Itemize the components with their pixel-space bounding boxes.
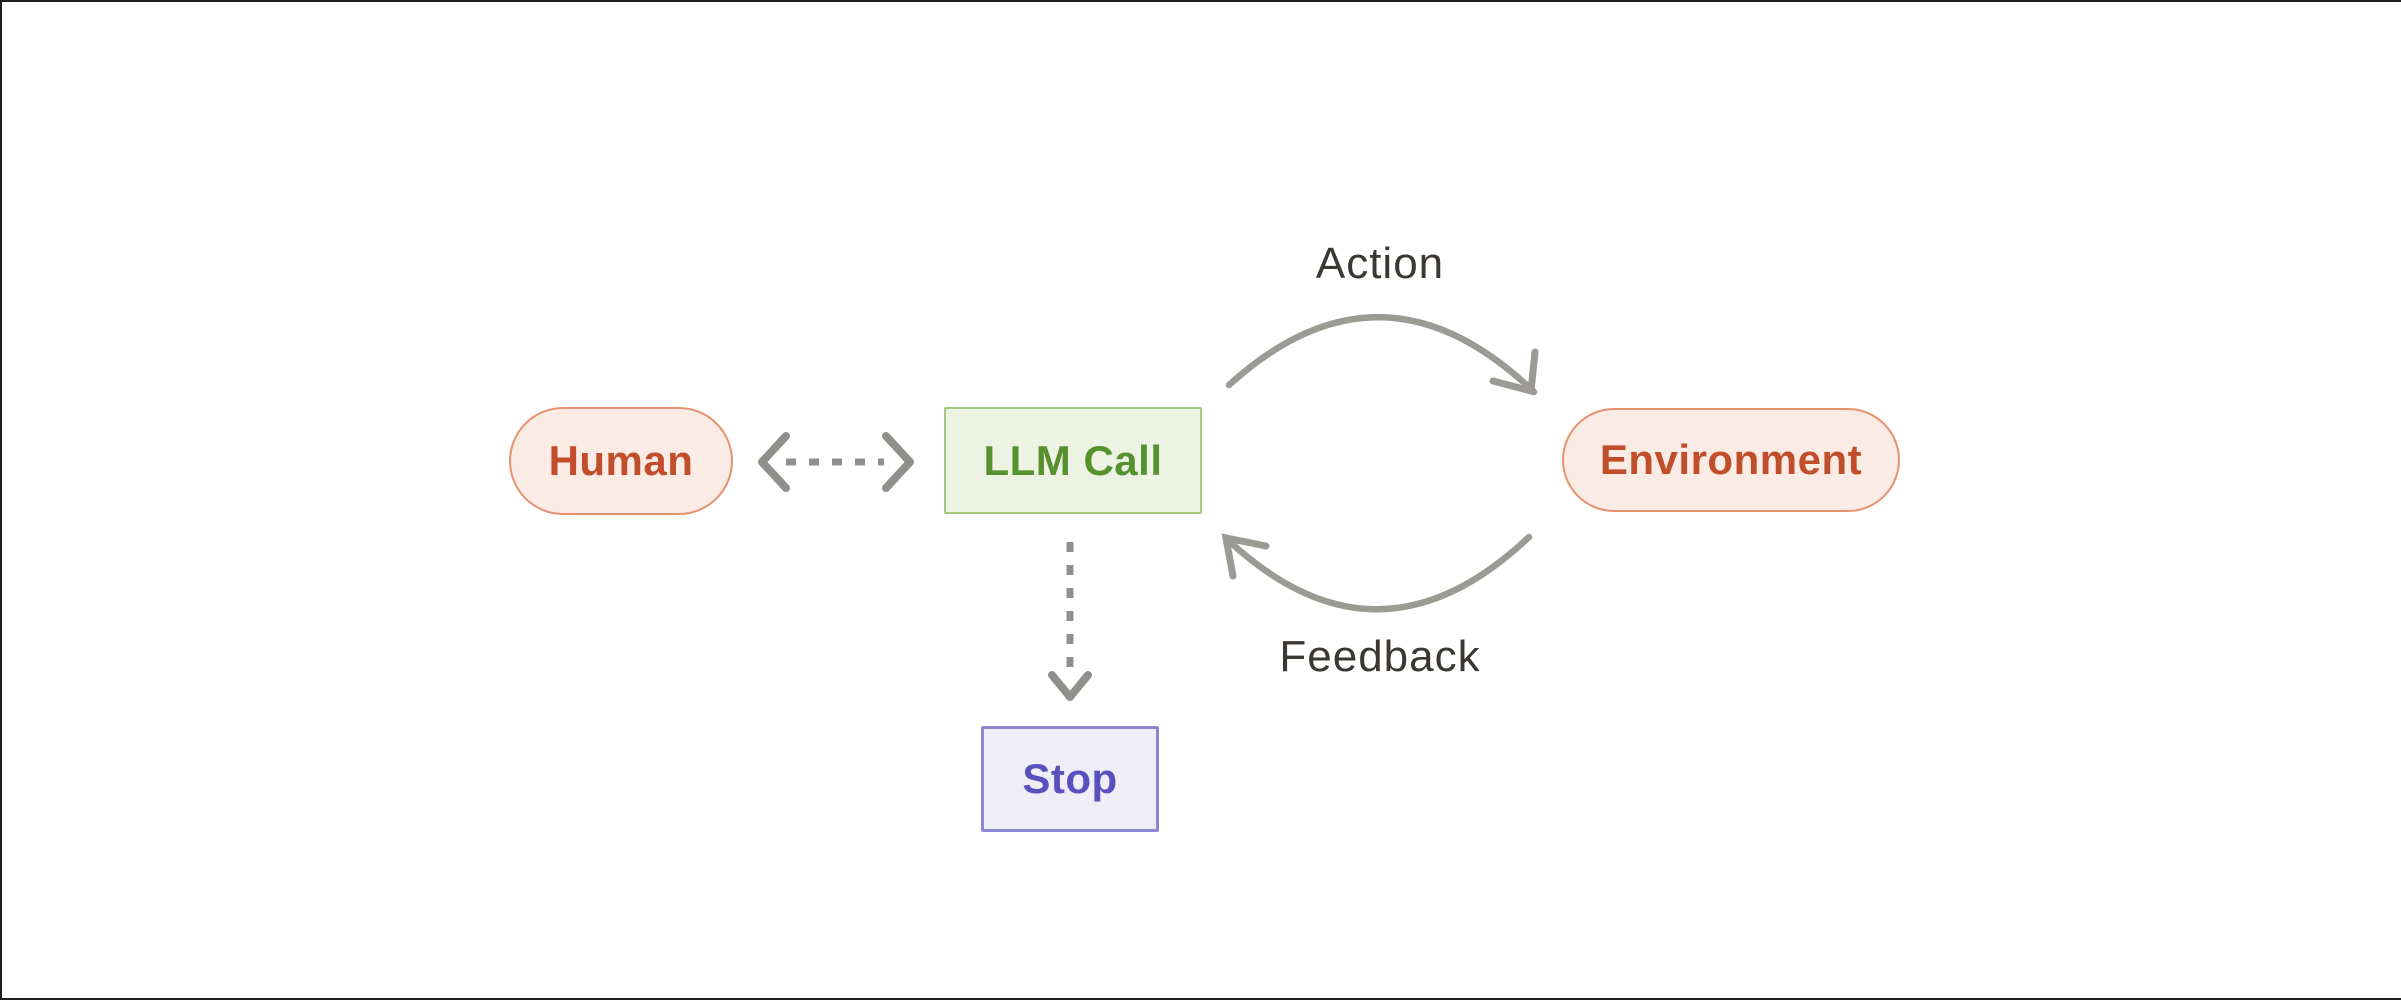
action-edge-label: Action (1315, 239, 1445, 288)
feedback-curved-arrow (1221, 533, 1533, 613)
action-curved-arrow (1225, 314, 1539, 396)
node-environment: Environment (1562, 408, 1900, 512)
action-arrowhead-icon (1489, 348, 1539, 396)
llm-stop-dashed-arrow (1048, 542, 1092, 701)
human-llm-dashed-arrow (758, 432, 914, 492)
node-stop-label: Stop (1022, 755, 1118, 802)
down-chevron-icon (1048, 671, 1092, 701)
node-environment-label: Environment (1599, 436, 1863, 483)
node-human-label: Human (548, 437, 694, 484)
node-llm-call-label: LLM Call (983, 436, 1163, 484)
left-chevron-icon (758, 432, 790, 492)
right-chevron-icon (882, 432, 914, 492)
feedback-arrowhead-icon (1221, 533, 1270, 580)
feedback-edge-label: Feedback (1279, 632, 1481, 681)
node-human: Human (509, 407, 733, 515)
node-llm-call: LLM Call (944, 407, 1202, 514)
node-stop: Stop (981, 726, 1159, 832)
